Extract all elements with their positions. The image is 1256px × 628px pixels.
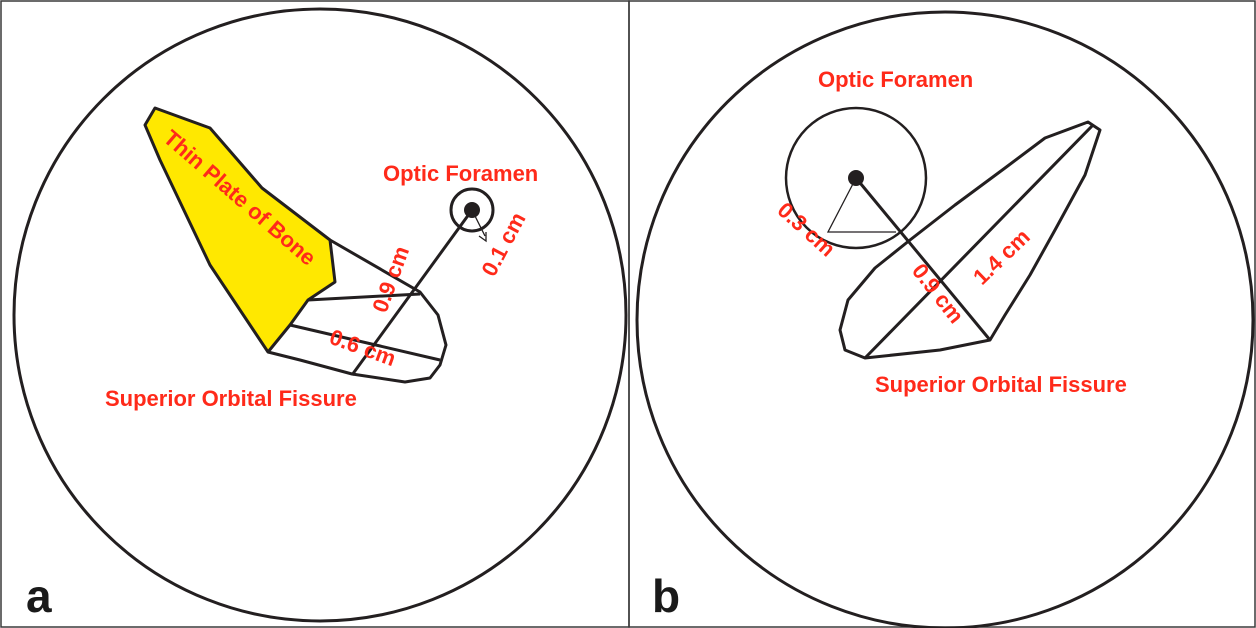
superior-orbital-fissure-b (838, 120, 1102, 360)
label-measure-09-b: 0.9 cm (907, 259, 969, 328)
label-optic-foramen-a: Optic Foramen (383, 161, 538, 186)
label-measure-01-a: 0.1 cm (476, 208, 530, 280)
panel-a: Thin Plate of Bone Optic Foramen Superio… (12, 7, 628, 623)
foramen-radius-triangle-b (826, 177, 896, 233)
measure-line-b (854, 177, 992, 341)
label-measure-06-a: 0.6 cm (326, 324, 399, 371)
panel-b: Optic Foramen Superior Orbital Fissure 0… (635, 10, 1255, 628)
optic-foramen-a (449, 187, 495, 233)
label-measure-03-b: 0.3 cm (773, 197, 841, 261)
label-superior-orbital-fissure-a: Superior Orbital Fissure (105, 386, 357, 411)
label-superior-orbital-fissure-b: Superior Orbital Fissure (875, 372, 1127, 397)
label-measure-09-a: 0.9 cm (367, 243, 414, 316)
optic-foramen-b (784, 106, 928, 250)
foramen-radius-arrow-a (478, 232, 487, 243)
label-measure-14-b: 1.4 cm (968, 224, 1035, 290)
label-optic-foramen-b: Optic Foramen (818, 67, 973, 92)
fissure-chord-a1 (307, 292, 421, 302)
long-axis-b (863, 123, 1095, 360)
thin-plate-of-bone (143, 106, 337, 354)
orbit-circle-a (12, 7, 628, 623)
panel-letter-a: a (26, 570, 52, 622)
superior-orbital-fissure-a (267, 238, 448, 384)
fissure-chord-a2 (289, 323, 441, 362)
orbit-circle-b (635, 10, 1255, 628)
optic-foramen-center-a (464, 202, 480, 218)
panel-letter-b: b (652, 570, 680, 622)
measure-line-a (350, 209, 474, 376)
